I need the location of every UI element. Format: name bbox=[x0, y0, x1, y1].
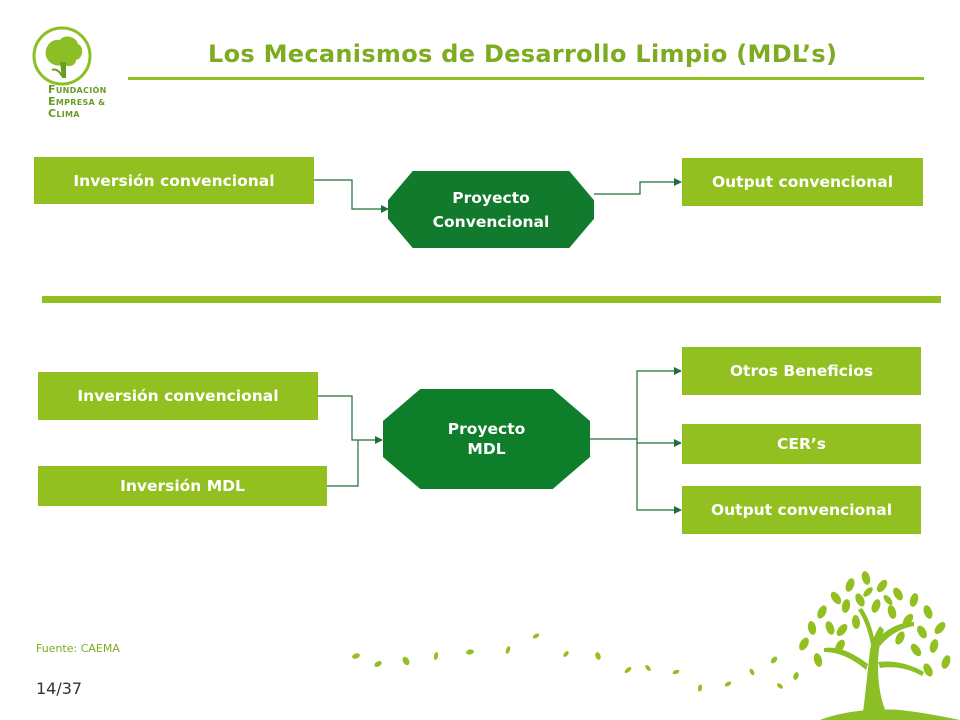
logo-tree-icon bbox=[32, 26, 92, 86]
connector-to-output-conv bbox=[636, 439, 682, 514]
page-title: Los Mecanismos de Desarrollo Limpio (MDL… bbox=[208, 40, 838, 68]
cers-label: CER’s bbox=[776, 435, 826, 453]
conventional-investment-label: Inversión convencional bbox=[73, 171, 275, 190]
conventional-investment-box: Inversión convencional bbox=[34, 157, 314, 204]
page-number: 14/37 bbox=[36, 679, 83, 698]
conventional-output-box: Output convencional bbox=[682, 158, 923, 206]
section-divider bbox=[42, 296, 941, 303]
connector-project-to-output bbox=[594, 178, 682, 195]
logo bbox=[30, 26, 94, 86]
mdl-investment-label: Inversión MDL bbox=[120, 477, 245, 495]
cers-box: CER’s bbox=[682, 424, 921, 464]
conventional-project-node: Proyecto Convencional bbox=[388, 171, 594, 248]
connector-to-other-benefits bbox=[636, 367, 682, 439]
mdl-project-label-1: Proyecto bbox=[447, 420, 526, 438]
conventional-output-label: Output convencional bbox=[711, 173, 894, 191]
mdl-output-label: Output convencional bbox=[710, 501, 893, 519]
other-benefits-box: Otros Beneficios bbox=[682, 347, 921, 395]
connector-input-to-project bbox=[314, 179, 389, 213]
connector-mdl-input-to-mdl bbox=[327, 440, 359, 487]
conventional-project-label-2: Convencional bbox=[432, 212, 550, 231]
mdl-project-node: Proyecto MDL bbox=[383, 389, 590, 489]
title-underline bbox=[128, 77, 924, 80]
mdl-project-label-2: MDL bbox=[467, 440, 506, 458]
mdl-conventional-investment-box: Inversión convencional bbox=[38, 372, 318, 420]
source-note: Fuente: CAEMA bbox=[36, 642, 120, 655]
mdl-conventional-investment-label: Inversión convencional bbox=[77, 387, 279, 405]
mdl-output-box: Output convencional bbox=[682, 486, 921, 534]
logo-wordmark: FUNDACIÓN EMPRESA & CLIMA bbox=[48, 83, 107, 120]
connector-conv-input-to-mdl bbox=[318, 395, 383, 444]
mdl-investment-box: Inversión MDL bbox=[38, 466, 327, 506]
conventional-project-label-1: Proyecto bbox=[452, 188, 530, 207]
other-benefits-label: Otros Beneficios bbox=[729, 362, 874, 380]
